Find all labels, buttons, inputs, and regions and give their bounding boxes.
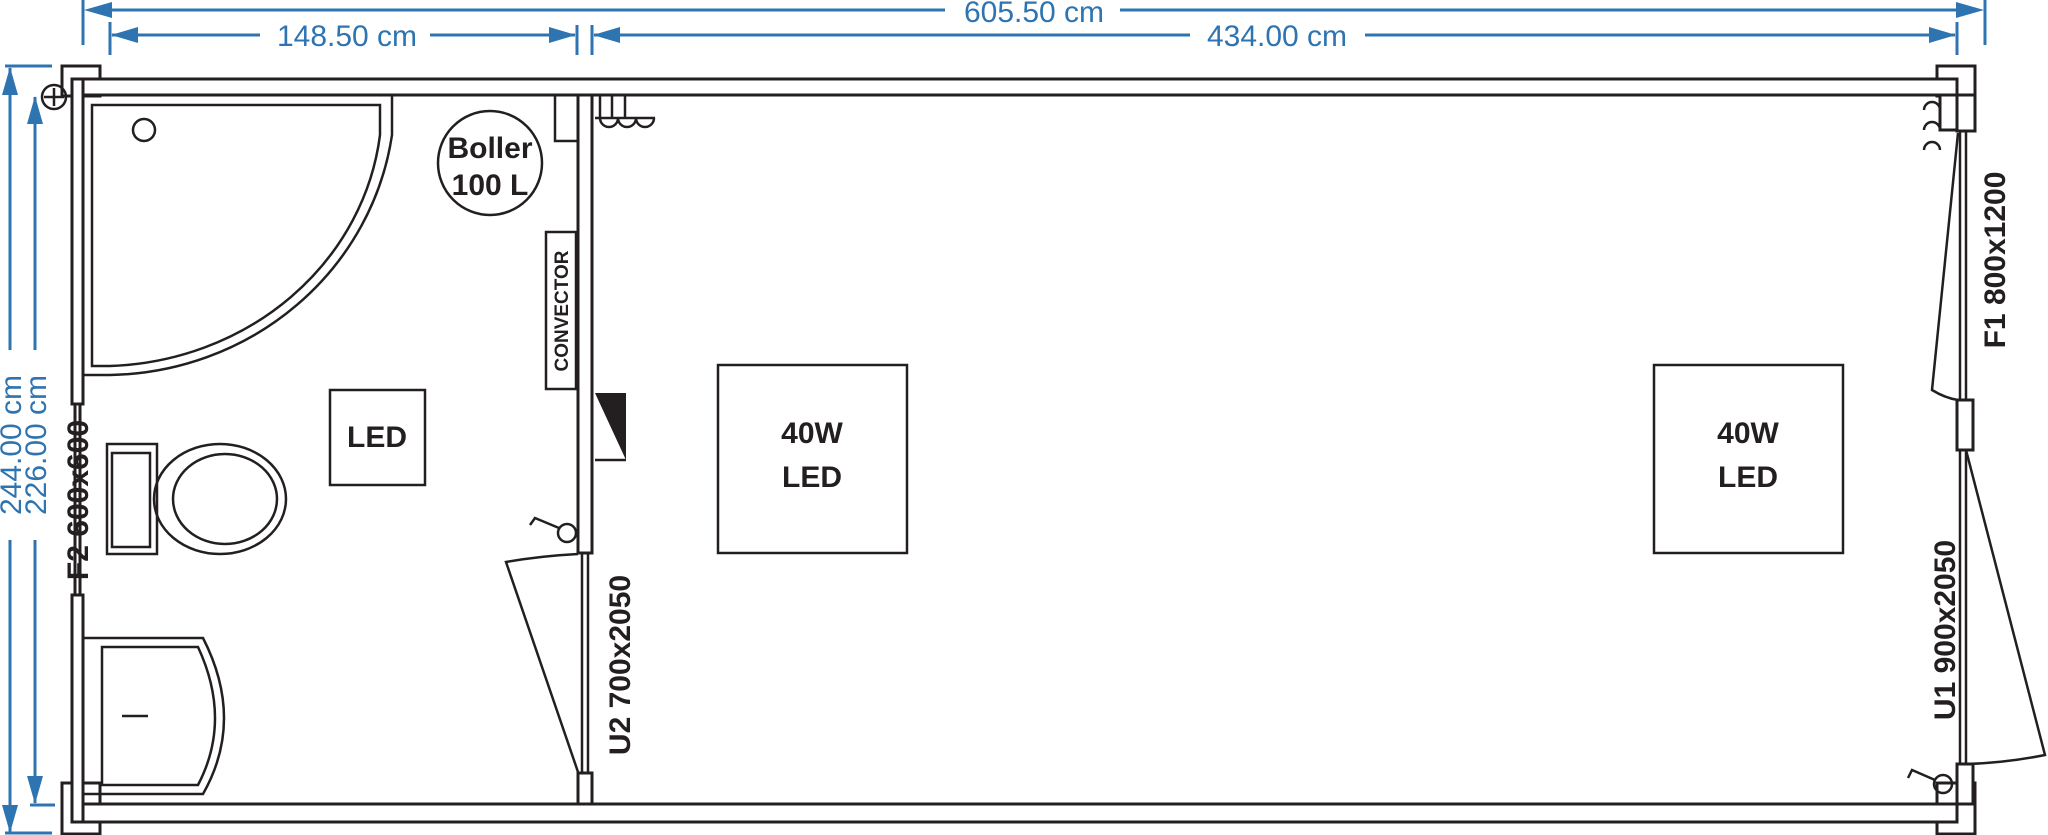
total-length-label: 605.50 cm — [964, 0, 1104, 29]
dimension-total-length: 605.50 cm — [81, 0, 1987, 45]
boiler: Boller 100 L — [436, 93, 580, 217]
svg-text:CONVECTOR: CONVECTOR — [552, 250, 573, 371]
ground-socket-icon — [40, 83, 68, 111]
dimension-inner-width: 226.00 cm — [20, 96, 55, 807]
inner-width-label: 226.00 cm — [20, 375, 53, 515]
drain-icon — [131, 117, 157, 143]
svg-text:Boller: Boller — [447, 132, 532, 165]
dimension-bathroom-length: 148.50 cm — [108, 20, 579, 55]
shower-tray — [83, 93, 394, 377]
outer-width-label: 244.00 cm — [0, 375, 28, 515]
electric-panel-icon — [595, 393, 626, 460]
window-f1-label: F1 800x1200 — [1979, 172, 2012, 349]
socket-icon — [595, 95, 656, 129]
bathroom-length-label: 148.50 cm — [277, 20, 417, 53]
svg-text:LED: LED — [347, 421, 407, 454]
bathroom-led-light: LED — [328, 388, 427, 487]
dimension-room-length: 434.00 cm — [590, 20, 1959, 55]
svg-text:LED: LED — [782, 461, 842, 494]
room-length-label: 434.00 cm — [1207, 20, 1347, 53]
sink — [83, 636, 226, 796]
dimension-outer-width: 244.00 cm — [0, 64, 52, 835]
svg-text:100 L: 100 L — [452, 169, 529, 202]
toilet — [105, 442, 288, 556]
svg-text:LED: LED — [1718, 461, 1778, 494]
convector: CONVECTOR — [544, 230, 578, 391]
door-u1-label: U1 900x2050 — [1929, 540, 1962, 720]
window-f1-swing — [1930, 132, 1960, 402]
room-led-light-2: 40W LED — [1652, 363, 1845, 555]
socket-icon — [1922, 100, 1942, 151]
light-switch-icon — [528, 516, 578, 544]
door-u2-swing — [504, 552, 580, 773]
door-u1-swing — [1964, 449, 2047, 766]
svg-text:40W: 40W — [1717, 417, 1779, 450]
window-f2-label: F2 600x600 — [62, 420, 95, 580]
light-switch-icon — [1906, 768, 1954, 795]
door-u2-label: U2 700x2050 — [604, 575, 637, 755]
room-led-light-1: 40W LED — [716, 363, 909, 555]
svg-text:40W: 40W — [781, 417, 843, 450]
walls — [60, 64, 1977, 835]
